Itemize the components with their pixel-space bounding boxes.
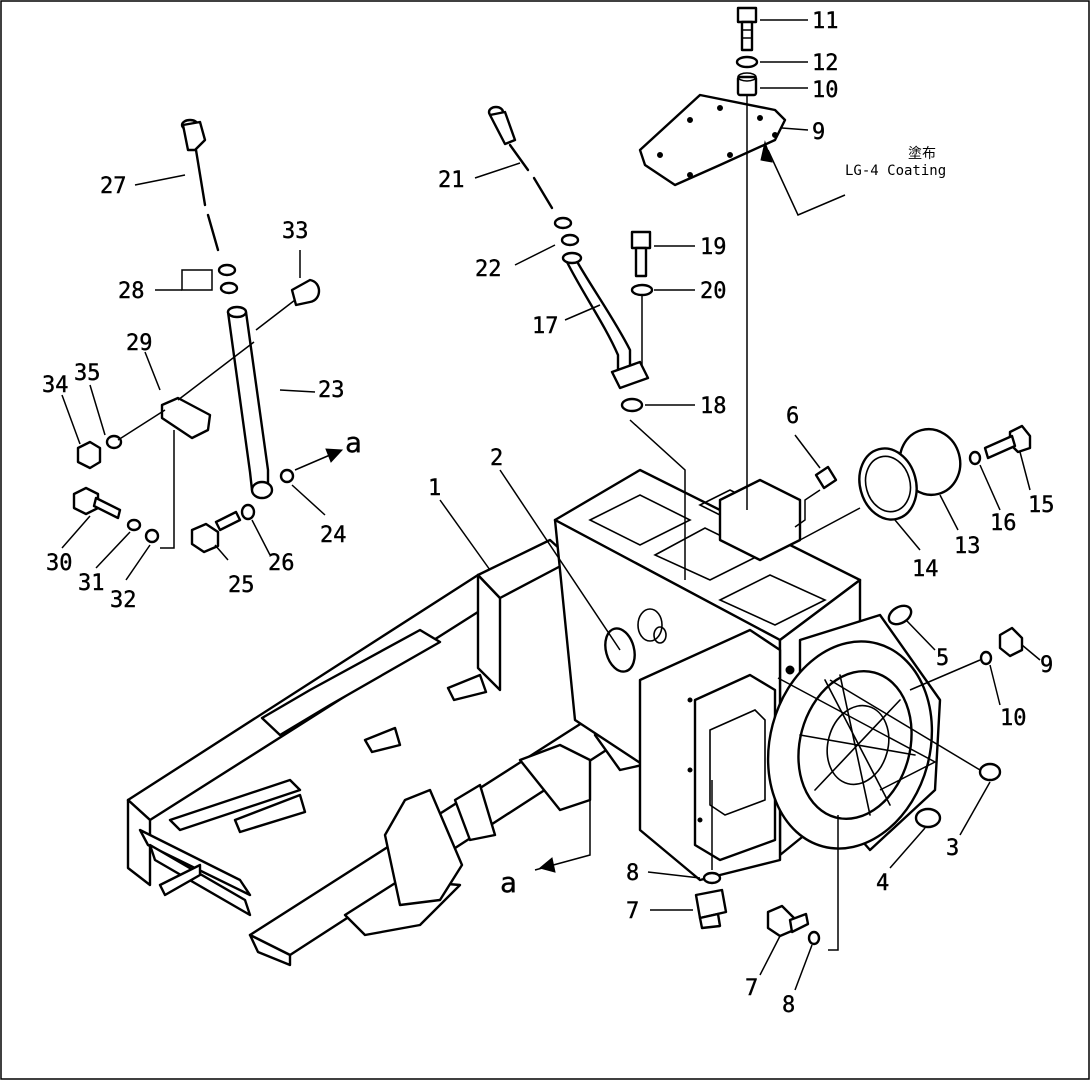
callout-37: 35 (74, 361, 101, 386)
top-cover-assembly (638, 6, 846, 510)
callout-35: 33 (282, 219, 309, 244)
callout-27: 25 (228, 573, 255, 598)
callout-12: 10 (812, 78, 839, 103)
callout-21: 19 (700, 235, 727, 260)
final-drive-flange (766, 613, 942, 852)
coating-note-en: LG-4 Coating (845, 163, 946, 179)
transmission-case-frame (126, 468, 862, 967)
callout-10: 10 (1000, 706, 1027, 731)
callout-15: 13 (954, 534, 981, 559)
callout-3: 3 (946, 836, 959, 861)
callout-11: 9 (812, 120, 825, 145)
callout-9: 9 (1040, 653, 1053, 678)
callout-4: 4 (876, 871, 889, 896)
callout-8-right: 8 (782, 993, 795, 1018)
callout-28: 26 (268, 551, 295, 576)
right-side-parts (534, 424, 1032, 951)
callout-13: 11 (812, 9, 839, 34)
callout-7-right: 7 (745, 976, 758, 1001)
callout-leaders (61, 19, 1041, 991)
callout-30: 28 (118, 279, 145, 304)
callout-14: 12 (812, 51, 839, 76)
callout-34: 32 (110, 588, 137, 613)
callout-22: 20 (700, 279, 727, 304)
callout-18: 16 (990, 511, 1017, 536)
callout-labels: 11 12 10 9 21 22 17 19 20 18 27 28 33 23… (42, 9, 1055, 1018)
level-gauge-pipe-assembly (487, 105, 686, 580)
callout-33: 31 (78, 571, 105, 596)
callout-2: 2 (490, 446, 503, 471)
callout-17: 15 (1028, 493, 1055, 518)
callout-16: 14 (912, 557, 939, 582)
callout-5: 5 (936, 646, 949, 671)
view-mark-a-lower: a (500, 866, 517, 899)
callout-24: 22 (475, 257, 502, 282)
coating-note-jp: 塗布 (908, 145, 936, 162)
callout-32: 30 (46, 551, 73, 576)
left-gauge-pipe-assembly (72, 118, 344, 554)
callout-26: 24 (320, 523, 347, 548)
callout-31: 29 (126, 331, 153, 356)
callout-25: 23 (318, 378, 345, 403)
callout-19: 17 (532, 314, 559, 339)
callout-7-lower: 7 (626, 899, 639, 924)
callout-29: 27 (100, 174, 127, 199)
callout-20: 18 (700, 394, 727, 419)
callout-23: 21 (438, 168, 465, 193)
callout-8-lower: 8 (626, 861, 639, 886)
view-mark-a-upper: a (345, 426, 362, 459)
callout-36: 34 (42, 373, 69, 398)
callout-6: 6 (786, 404, 799, 429)
callout-1: 1 (428, 476, 441, 501)
